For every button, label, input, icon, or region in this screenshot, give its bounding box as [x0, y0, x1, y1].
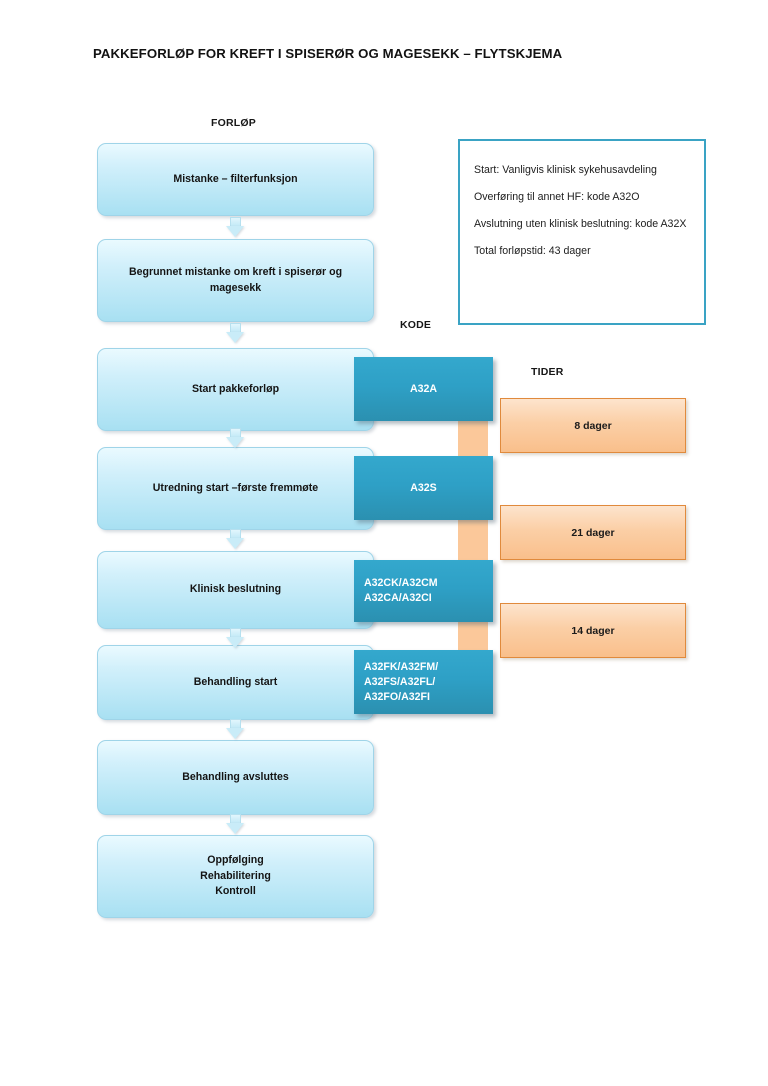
page-title: PAKKEFORLØP FOR KREFT I SPISERØR OG MAGE… [93, 46, 563, 61]
code-box-klinisk-beslutning: A32CK/A32CM A32CA/A32CI [354, 560, 493, 622]
flow-arrow-1 [226, 217, 245, 237]
flow-step-behandling-start: Behandling start [97, 645, 374, 720]
arrow-stem [230, 814, 241, 824]
info-line-transfer: Overføring til annet HF: kode A32O [474, 191, 640, 203]
flow-arrow-7 [226, 814, 245, 834]
code-box-a32s: A32S [354, 456, 493, 520]
time-box-2: 21 dager [500, 505, 686, 560]
column-header-forlop: FORLØP [211, 117, 256, 129]
arrow-head-icon [226, 728, 244, 739]
flow-step-klinisk-beslutning: Klinisk beslutning [97, 551, 374, 629]
column-header-tider: TIDER [531, 366, 564, 378]
flow-step-start-pakkeforlop: Start pakkeforløp [97, 348, 374, 431]
flow-arrow-6 [226, 719, 245, 739]
flow-step-mistanke: Mistanke – filterfunksjon [97, 143, 374, 216]
arrow-stem [230, 719, 241, 729]
info-line-start: Start: Vanligvis klinisk sykehusavdeling [474, 164, 657, 176]
arrow-stem [230, 323, 241, 333]
code-box-a32a: A32A [354, 357, 493, 421]
arrow-head-icon [226, 538, 244, 549]
info-line-total-time: Total forløpstid: 43 dager [474, 245, 591, 257]
arrow-stem [230, 529, 241, 539]
info-line-termination: Avslutning uten klinisk beslutning: kode… [474, 218, 687, 230]
flow-step-oppfolging: Oppfølging Rehabilitering Kontroll [97, 835, 374, 918]
time-box-1: 8 dager [500, 398, 686, 453]
arrow-stem [230, 428, 241, 438]
arrow-head-icon [226, 823, 244, 834]
arrow-head-icon [226, 226, 244, 237]
flow-arrow-4 [226, 529, 245, 549]
flow-arrow-2 [226, 323, 245, 343]
arrow-head-icon [226, 437, 244, 448]
info-box: Start: Vanligvis klinisk sykehusavdeling… [458, 139, 706, 325]
flow-step-utredning-start: Utredning start –første fremmøte [97, 447, 374, 530]
column-header-kode: KODE [400, 319, 432, 331]
arrow-head-icon [226, 637, 244, 648]
arrow-stem [230, 628, 241, 638]
time-box-3: 14 dager [500, 603, 686, 658]
time-column-band [458, 398, 488, 676]
arrow-head-icon [226, 332, 244, 343]
arrow-stem [230, 217, 241, 227]
flow-step-behandling-avsluttes: Behandling avsluttes [97, 740, 374, 815]
flow-step-begrunnet-mistanke: Begrunnet mistanke om kreft i spiserør o… [97, 239, 374, 322]
flow-arrow-5 [226, 628, 245, 648]
flow-arrow-3 [226, 428, 245, 448]
code-box-behandling-start: A32FK/A32FM/ A32FS/A32FL/ A32FO/A32FI [354, 650, 493, 714]
